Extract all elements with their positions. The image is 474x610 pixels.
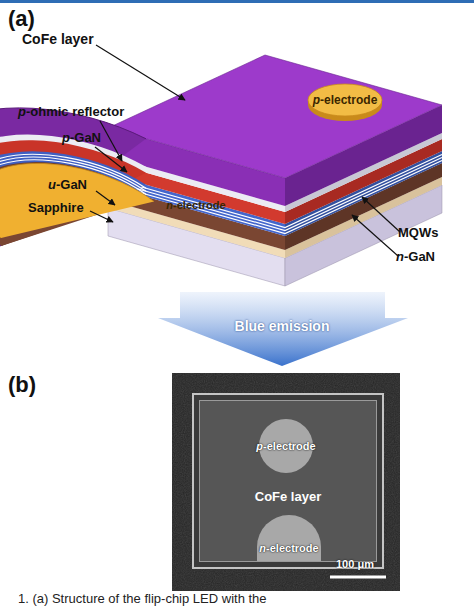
layer-label: Sapphire — [28, 201, 84, 216]
node-text: p-electrode — [256, 440, 315, 453]
node-text: p-electrode — [300, 93, 390, 107]
cofe-top — [108, 55, 442, 178]
layer-label: u-GaN — [48, 178, 87, 193]
led-layers — [108, 55, 442, 286]
sem-electrode: n-electrode — [257, 515, 321, 561]
node-text: Blue emission — [197, 318, 367, 334]
figure-caption: 1. (a) Structure of the flip-chip LED wi… — [18, 592, 267, 607]
emission-arrow-label: Blue emission — [197, 318, 367, 334]
sem-image — [172, 373, 400, 591]
electrode-pad: n-electrode — [150, 199, 242, 212]
layer-label: p-ohmic reflector — [18, 105, 124, 120]
scale-label: 100 μm — [336, 558, 374, 571]
panel-letter: (a) — [8, 6, 35, 31]
journal-banner — [0, 0, 474, 3]
electrode-pad: p-electrode — [300, 93, 390, 107]
layer-label: CoFe layer — [22, 31, 94, 47]
layer-label: n-GaN — [396, 250, 435, 265]
sem-electrode: p-electrode — [259, 419, 313, 473]
n-pad-metal — [0, 163, 154, 238]
emission-arrow — [158, 292, 408, 366]
cut-edge — [0, 108, 146, 246]
layer-label: MQWs — [398, 226, 438, 241]
layer-label: p-GaN — [62, 131, 101, 146]
mesa-cutout — [0, 108, 154, 246]
chip-area: CoFe layer p-electrode n-electrode — [199, 400, 377, 562]
panel-letter: (b) — [8, 372, 36, 397]
node-text: n-electrode — [150, 199, 242, 212]
scale-bar — [330, 576, 386, 579]
node-text: CoFe layer — [200, 489, 376, 504]
leader-lines — [90, 45, 400, 256]
node-text: n-electrode — [259, 542, 318, 555]
